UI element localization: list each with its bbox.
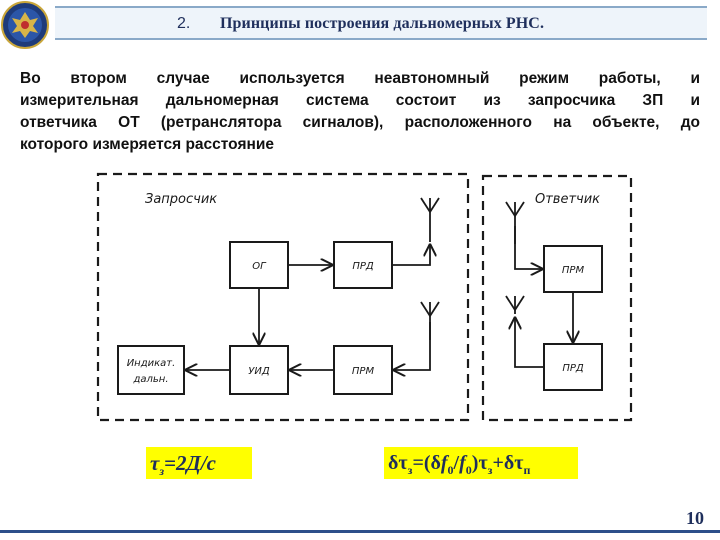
uid-block bbox=[229, 345, 289, 395]
intro-line: измерительная дальномерная система состо… bbox=[20, 92, 700, 109]
range-formula: τз=2Д/с bbox=[146, 447, 252, 479]
intro-paragraph: Во втором случае используется неавтономн… bbox=[20, 68, 700, 156]
error-formula: δτз=(δf0/f0)τз+δτп bbox=[384, 447, 578, 479]
prm-block-interrogator bbox=[333, 345, 393, 395]
indicator-block bbox=[117, 345, 185, 395]
emblem-logo bbox=[1, 1, 49, 49]
interrogator-label: Запросчик bbox=[145, 192, 217, 207]
indicator-label-line1: Индикат. bbox=[127, 358, 176, 369]
uid-label: УИД bbox=[248, 366, 270, 377]
section-number: 2. bbox=[177, 15, 191, 32]
prm-feed-line bbox=[394, 322, 431, 370]
intro-line: ответчика ОТ (ретранслятора сигналов), р… bbox=[20, 114, 700, 131]
prm-label-transponder: ПРМ bbox=[562, 265, 585, 276]
prd-label-interrogator: ПРД bbox=[352, 261, 374, 272]
transponder-tx-feed-line bbox=[515, 318, 544, 368]
prd-label-transponder: ПРД bbox=[562, 363, 584, 374]
antenna-icon bbox=[505, 295, 525, 314]
prm-label-interrogator: ПРМ bbox=[352, 366, 375, 377]
antenna-icon bbox=[420, 197, 440, 242]
prd-feed-line bbox=[392, 245, 430, 266]
page-number: 10 bbox=[686, 508, 704, 528]
prd-block-interrogator bbox=[333, 241, 393, 289]
indicator-label-line2: дальн. bbox=[132, 374, 168, 385]
transponder-rx-feed-line bbox=[514, 226, 542, 269]
intro-line: которого измеряется расстояние bbox=[20, 136, 275, 153]
intro-line: Во втором случае используется неавтономн… bbox=[20, 70, 700, 87]
title-bar: 2. Принципы построения дальномерных РНС. bbox=[55, 6, 707, 40]
footer-divider bbox=[0, 530, 720, 533]
og-label: ОГ bbox=[252, 261, 267, 272]
prm-block-transponder bbox=[543, 245, 603, 293]
page-title: Принципы построения дальномерных РНС. bbox=[220, 15, 545, 32]
transponder-label: Ответчик bbox=[535, 192, 600, 207]
interrogator-frame bbox=[96, 172, 470, 422]
transponder-frame bbox=[481, 174, 633, 422]
